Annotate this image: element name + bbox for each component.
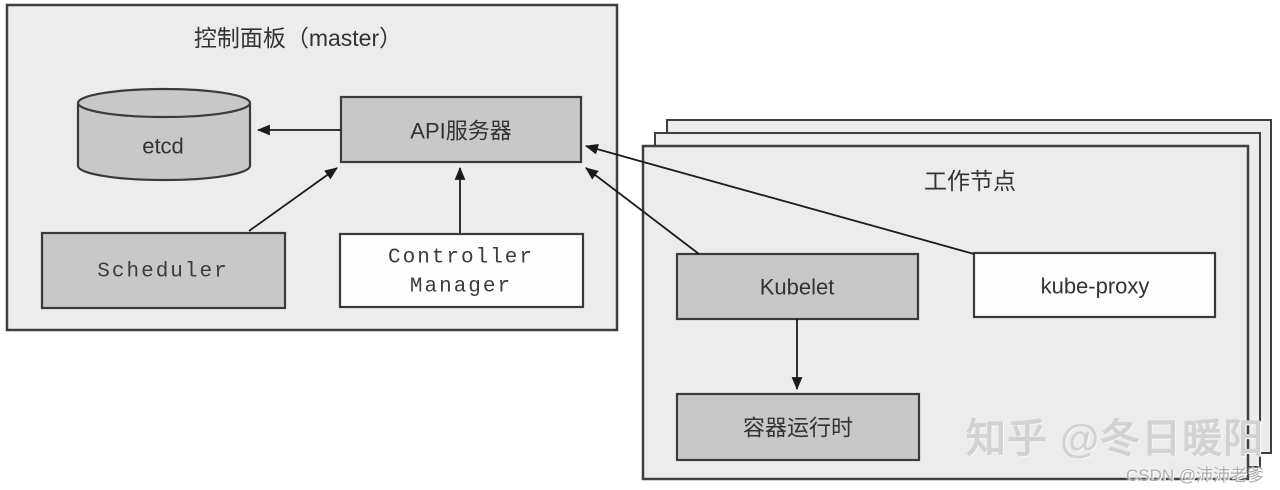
container-runtime-node: 容器运行时 [675, 392, 921, 462]
edges [248, 124, 975, 391]
controller-manager-label-line2: Manager [410, 276, 512, 299]
zhihu-watermark: 知乎 @冬日暖阳 [966, 417, 1265, 461]
scheduler-node: Scheduler [40, 231, 287, 310]
api-server-node: API服务器 [339, 95, 583, 164]
edge-kubelet-to-apiserver [585, 167, 700, 255]
controller-manager-node: Controller Manager [338, 232, 585, 309]
edge-scheduler-to-apiserver [248, 167, 338, 232]
worker-panel-title: 工作节点 [924, 168, 1016, 194]
edge-kubeproxy-to-apiserver [584, 143, 975, 255]
controller-manager-label-line1: Controller [388, 247, 534, 270]
kube-proxy-node: kube-proxy [972, 251, 1217, 319]
scheduler-label: Scheduler [97, 261, 228, 284]
csdn-watermark: CSDN @沛沛老爹 [1126, 466, 1265, 485]
etcd-label: etcd [142, 134, 184, 159]
etcd-cylinder: etcd [76, 87, 252, 182]
api-server-label: API服务器 [410, 119, 511, 144]
master-panel-title: 控制面板（master） [194, 25, 402, 51]
kubelet-node: Kubelet [675, 252, 920, 321]
kubelet-label: Kubelet [760, 275, 835, 300]
container-runtime-label: 容器运行时 [743, 416, 853, 441]
kube-proxy-label: kube-proxy [1041, 274, 1150, 299]
